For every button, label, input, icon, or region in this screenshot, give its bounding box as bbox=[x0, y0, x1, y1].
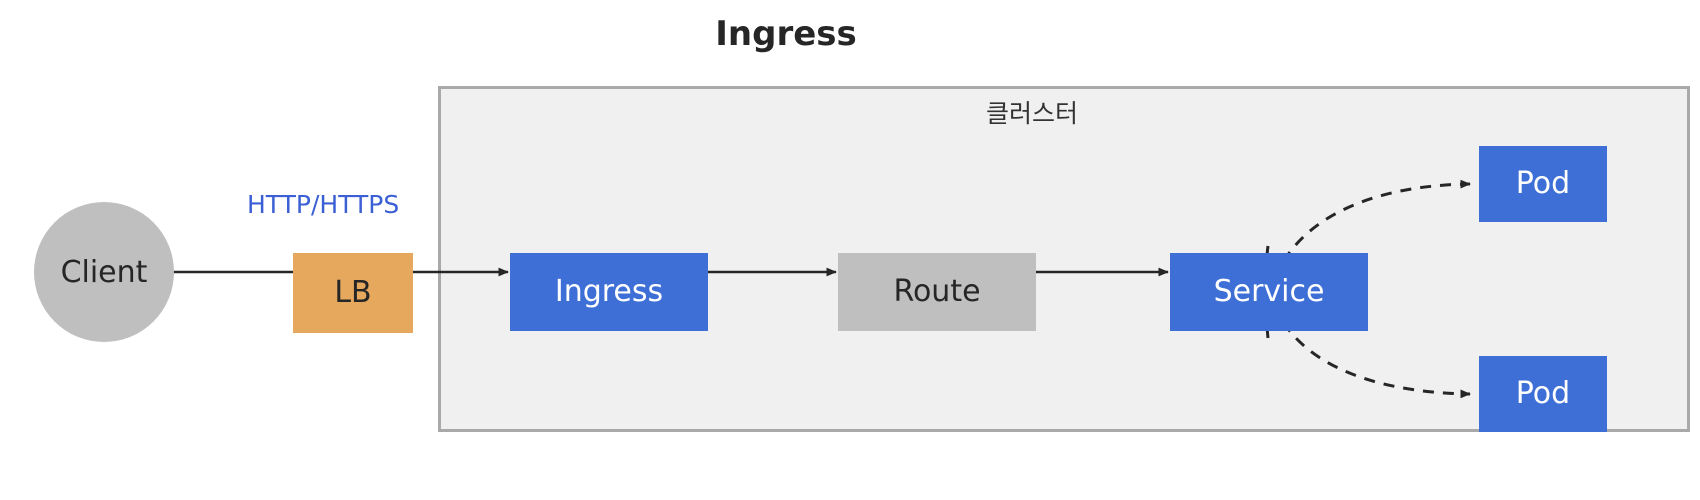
node-client[interactable]: Client bbox=[34, 202, 174, 342]
node-ingress[interactable]: Ingress bbox=[510, 253, 708, 331]
node-lb[interactable]: LB bbox=[293, 253, 413, 333]
page-title-text: Ingress bbox=[715, 14, 857, 54]
node-pod-top[interactable]: Pod bbox=[1479, 146, 1607, 222]
node-route[interactable]: Route bbox=[838, 253, 1036, 331]
cluster-label: 클러스터 bbox=[985, 99, 1078, 128]
page-title: Ingress bbox=[0, 14, 1700, 54]
node-service[interactable]: Service bbox=[1170, 253, 1368, 331]
edge-label-http-https: HTTP/HTTPS bbox=[247, 190, 400, 219]
node-pod-top-label: Pod bbox=[1515, 166, 1571, 201]
node-pod-bottom[interactable]: Pod bbox=[1479, 356, 1607, 432]
node-ingress-label: Ingress bbox=[554, 274, 664, 309]
node-client-label: Client bbox=[60, 254, 148, 290]
node-lb-label: LB bbox=[334, 275, 372, 310]
node-pod-bottom-label: Pod bbox=[1515, 376, 1571, 411]
node-route-label: Route bbox=[893, 274, 981, 309]
node-service-label: Service bbox=[1213, 274, 1325, 309]
